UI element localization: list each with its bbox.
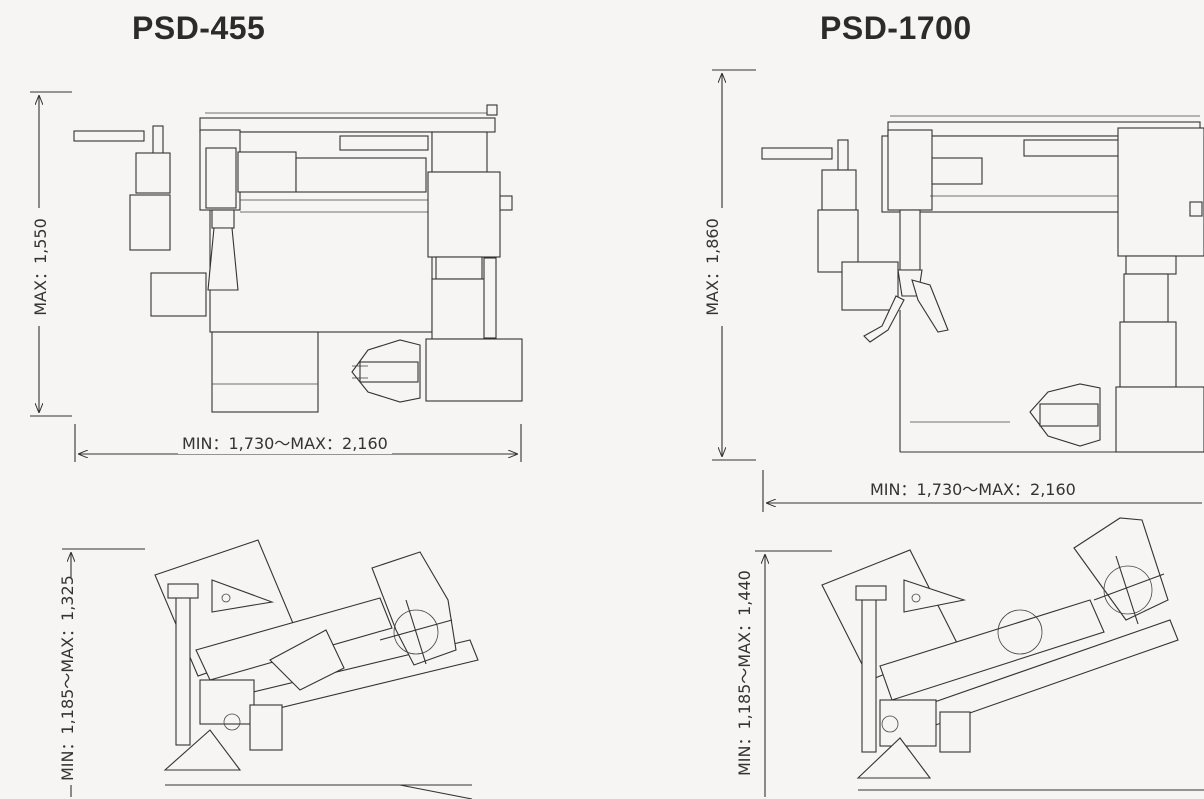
psd-1700-width-dimension: MIN：1,730～MAX：2,160 xyxy=(866,476,1080,500)
psd-1700-front-view xyxy=(712,69,1204,512)
psd-455-side-view xyxy=(62,539,479,799)
psd-1700-height-dimension: MAX：1,860 xyxy=(699,208,723,326)
psd-455-width-dimension: MIN：1,730～MAX：2,160 xyxy=(178,430,392,454)
psd-455-height-dimension: MAX：1,550 xyxy=(27,208,51,326)
psd-1700-side-view xyxy=(755,517,1204,797)
model-title-psd-1700: PSD-1700 xyxy=(820,10,972,46)
model-title-psd-455: PSD-455 xyxy=(132,10,266,46)
psd-455-front-view xyxy=(30,91,523,462)
psd-455-side-height-dimension: MIN：1,185～MAX：1,325 xyxy=(54,575,78,785)
psd-1700-side-height-dimension: MIN：1,185～MAX：1,440 xyxy=(731,570,755,780)
